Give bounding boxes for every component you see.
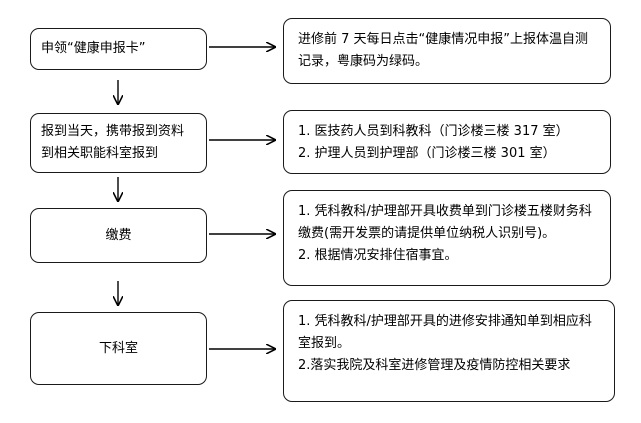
step-4-box: 下科室: [30, 312, 207, 385]
step-2-label: 报到当天，携带报到资料到相关职能科室报到: [41, 124, 185, 161]
step-3-box: 缴费: [30, 208, 207, 263]
detail-3-line-1: 1. 凭科教科/护理部开具收费单到门诊楼五楼财务科缴费(需开发票的请提供单位纳税…: [298, 204, 592, 241]
step-1-box: 申领“健康申报卡”: [30, 28, 207, 70]
detail-4-line-1: 1. 凭科教科/护理部开具的进修安排通知单到相应科室报到。: [298, 314, 592, 351]
detail-2-line-1: 1. 医技药人员到科教科（门诊楼三楼 317 室）: [298, 124, 569, 139]
detail-1-text: 进修前 7 天每日点击“健康情况申报”上报体温自测记录，粤康码为绿码。: [298, 32, 589, 69]
step-4-label: 下科室: [98, 340, 138, 356]
detail-4-box: 1. 凭科教科/护理部开具的进修安排通知单到相应科室报到。 2.落实我院及科室进…: [283, 300, 615, 402]
step-1-label: 申领“健康申报卡”: [41, 41, 146, 56]
detail-3-line-2: 2. 根据情况安排住宿事宜。: [298, 248, 458, 263]
detail-3-box: 1. 凭科教科/护理部开具收费单到门诊楼五楼财务科缴费(需开发票的请提供单位纳税…: [283, 190, 611, 286]
detail-1-box: 进修前 7 天每日点击“健康情况申报”上报体温自测记录，粤康码为绿码。: [283, 18, 611, 84]
detail-2-line-2: 2. 护理人员到护理部（门诊楼三楼 301 室）: [298, 146, 556, 161]
step-3-label: 缴费: [105, 227, 132, 243]
detail-2-box: 1. 医技药人员到科教科（门诊楼三楼 317 室） 2. 护理人员到护理部（门诊…: [283, 110, 611, 174]
step-2-box: 报到当天，携带报到资料到相关职能科室报到: [30, 113, 207, 173]
detail-4-line-2: 2.落实我院及科室进修管理及疫情防控相关要求: [298, 358, 571, 373]
